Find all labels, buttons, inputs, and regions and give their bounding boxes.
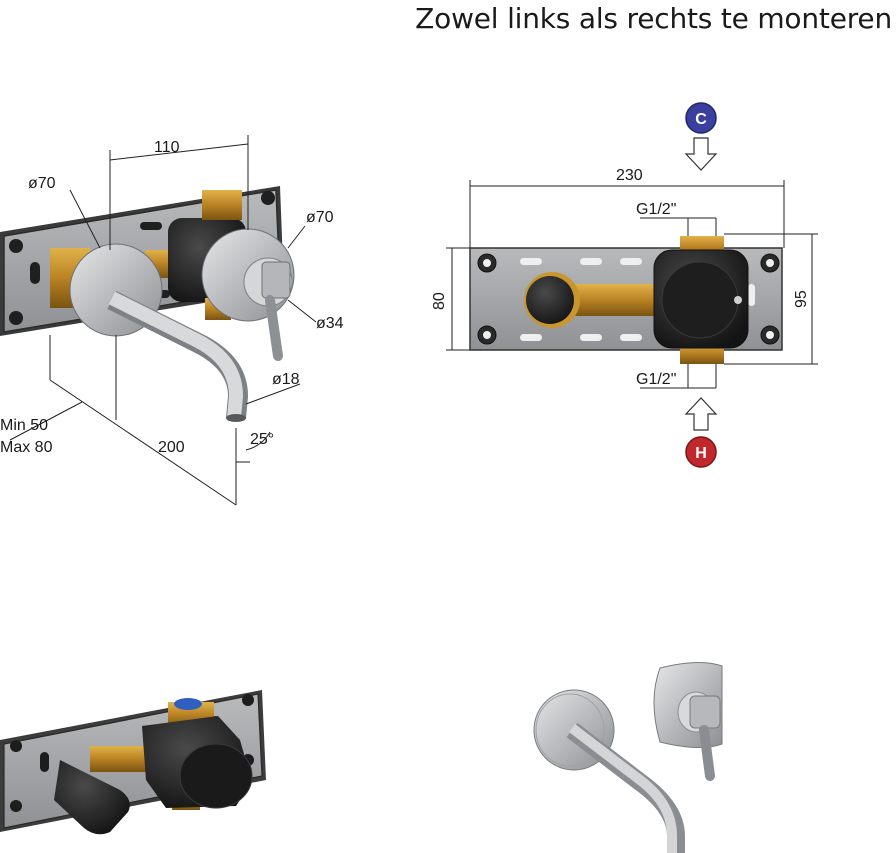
dim-max-80: Max 80 [0,439,53,456]
hot-water-icon: H [685,436,717,468]
top-spout-connector [526,276,574,324]
dim-min-50: Min 50 [0,417,48,434]
dim-80: 80 [431,292,448,310]
dim-230: 230 [616,167,643,184]
render-spout-sleeve [54,760,130,835]
mixer-handle [265,295,283,361]
cold-badge-label: C [695,111,707,128]
render-blue-cap [174,698,202,710]
dim-dia-70-right: ø70 [306,209,334,226]
dim-110: 110 [154,139,180,156]
dim-thread-top: G1/2" [636,201,676,218]
dim-dia-18: ø18 [272,371,300,388]
top-dimensions [446,180,818,389]
arrow-down-icon [684,137,718,171]
front-view: 110 ø70 ø70 ø34 ø18 Min 50 Max 80 200 25… [0,135,344,506]
page-title: Zowel links als rechts te monteren [415,2,892,35]
dim-angle-25: 25° [250,431,274,448]
dim-thread-bottom: G1/2" [636,371,676,388]
render-spout [566,722,685,853]
finished-tap-render [533,662,723,853]
top-view: 230 G1/2" G1/2" 80 95 C H [431,102,818,468]
dim-200: 200 [158,439,185,456]
concealed-body-render [0,690,266,835]
dim-dia-34: ø34 [316,315,344,332]
dim-dia-70-left: ø70 [28,175,56,192]
render-mixer-handle [699,725,715,781]
arrow-up-icon [684,397,718,431]
cold-water-icon: C [685,102,717,134]
front-dimensions [9,135,317,506]
top-brass-pipe [570,284,660,316]
dim-95: 95 [793,290,810,308]
brass-inlet-top [202,190,242,220]
hot-badge-label: H [695,445,707,462]
